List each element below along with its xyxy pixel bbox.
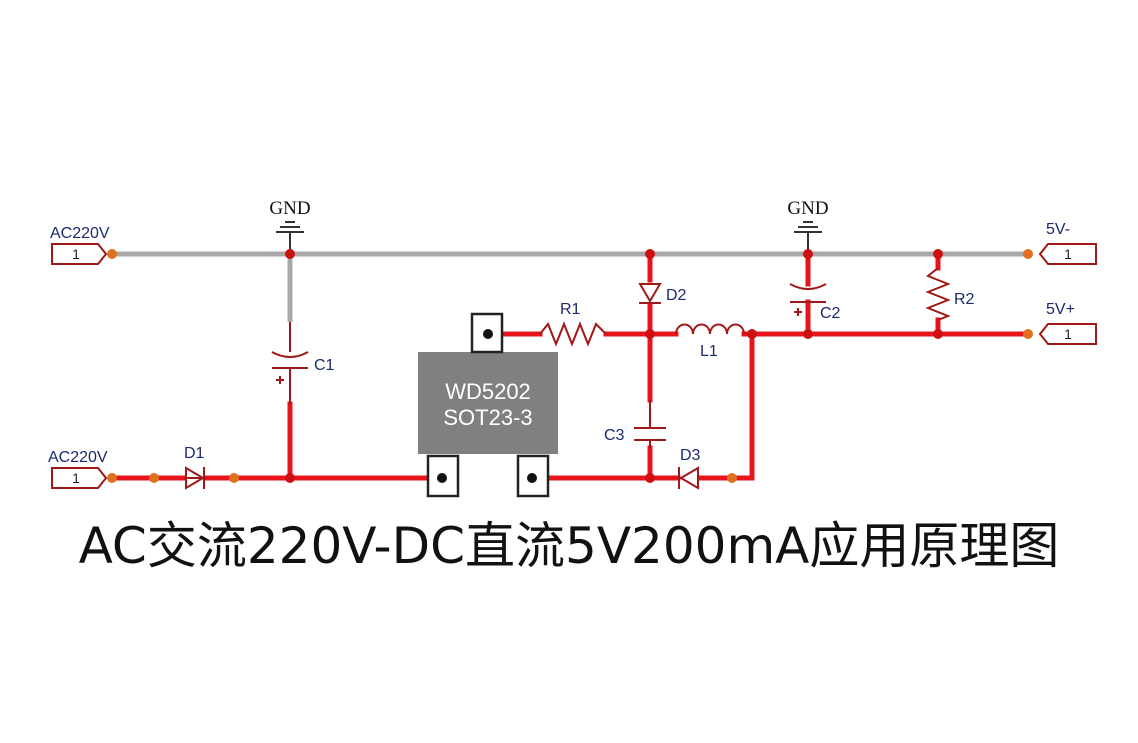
port-out-pos-label: 5V+ [1046,301,1075,318]
label-c1: C1 [314,357,335,374]
ic-chip-name: WD5202 [445,379,531,404]
resistor-r1-symbol [539,321,607,347]
ground-label-right: GND [787,198,828,219]
label-d1: D1 [184,445,205,462]
resistor-r2-symbol [925,267,951,321]
label-d3: D3 [680,447,701,464]
capacitor-c2-symbol [789,283,827,316]
port-ac-bottom-label: AC220V [48,449,108,466]
junctions [285,249,943,483]
diagram-caption: AC交流220V-DC直流5V200mA应用原理图 [78,517,1060,575]
port-out-neg-pin: 1 [1064,246,1072,262]
capacitor-c3-symbol [634,400,666,448]
active-wires [109,251,1031,481]
diode-d1-symbol [184,466,206,490]
port-ac-top-label: AC220V [50,225,110,242]
port-out-neg: 1 5V- [1038,221,1097,265]
label-r1: R1 [560,301,581,318]
diode-d3-symbol [678,466,699,490]
label-l1: L1 [700,343,718,360]
port-ac-top-pin: 1 [72,246,80,262]
pin-dots [107,249,1033,483]
capacitor-c1-symbol [271,322,309,404]
inductor-l1-symbol [675,323,745,335]
port-ac-bottom: 1 AC220V [48,449,108,489]
ic-pin-top [470,312,504,354]
ground-wires [112,251,1028,322]
ground-label-left: GND [269,198,310,219]
label-c2: C2 [820,305,841,322]
port-ac-bottom-pin: 1 [72,470,80,486]
port-out-pos: 1 5V+ [1038,301,1097,345]
ic-pin-bottom-right [516,454,550,498]
port-out-pos-pin: 1 [1064,326,1072,342]
diode-d2-symbol [638,283,662,304]
label-c3: C3 [604,427,625,444]
label-d2: D2 [666,287,687,304]
ic-pin-bottom-left [426,454,460,498]
port-ac-top: 1 AC220V [50,225,110,265]
ic-chip-body [418,352,558,454]
port-out-neg-label: 5V- [1046,221,1070,238]
ic-chip-package: SOT23-3 [443,405,532,430]
label-r2: R2 [954,291,975,308]
